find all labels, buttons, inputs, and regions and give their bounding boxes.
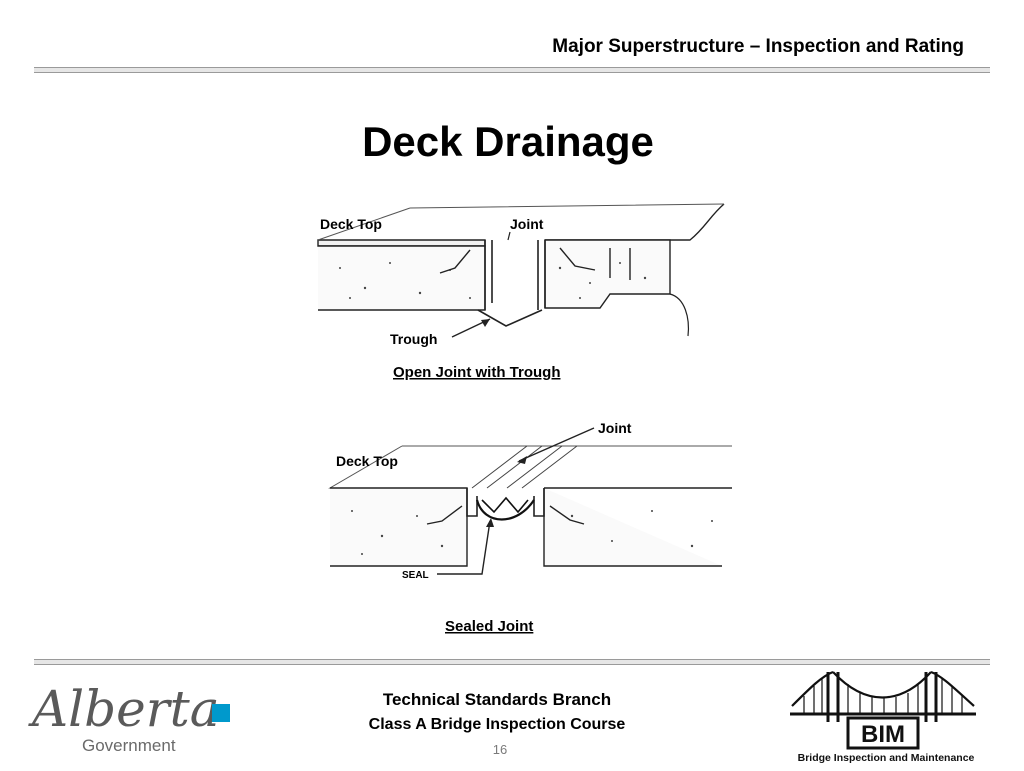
- label-deck-top-2: Deck Top: [336, 453, 398, 469]
- government-subtitle: Government: [82, 736, 176, 755]
- label-joint-1: Joint: [510, 216, 544, 232]
- label-joint-2: Joint: [598, 420, 632, 436]
- header-title: Major Superstructure – Inspection and Ra…: [552, 36, 964, 57]
- bottom-divider: [34, 659, 990, 665]
- bim-subtitle: Bridge Inspection and Maintenance: [798, 752, 975, 764]
- label-seal: SEAL: [402, 570, 429, 581]
- page-number: 16: [492, 742, 508, 757]
- open-joint-diagram: Deck Top Joint Trough Open Joint with Tr…: [310, 198, 730, 393]
- caption-sealed-joint: Sealed Joint: [445, 618, 533, 635]
- footer-line-2: Class A Bridge Inspection Course: [368, 716, 626, 733]
- top-divider: [34, 67, 990, 73]
- label-deck-top-1: Deck Top: [320, 216, 382, 232]
- alberta-wordmark: Alberta: [28, 680, 220, 738]
- caption-open-joint: Open Joint with Trough: [393, 364, 560, 381]
- footer-line-1: Technical Standards Branch: [382, 690, 612, 709]
- footer-text: Technical Standards Branch Class A Bridg…: [0, 687, 994, 737]
- alberta-accent-square: [212, 704, 230, 722]
- bim-acronym: BIM: [861, 721, 905, 748]
- alberta-government-logo: Alberta Government: [26, 670, 246, 765]
- sealed-joint-diagram: Joint Deck Top SEAL Sealed Joint: [322, 416, 742, 646]
- slide-title: Deck Drainage: [362, 118, 654, 165]
- bim-logo: BIM Bridge Inspection and Maintenance: [790, 664, 990, 771]
- label-trough: Trough: [390, 331, 437, 347]
